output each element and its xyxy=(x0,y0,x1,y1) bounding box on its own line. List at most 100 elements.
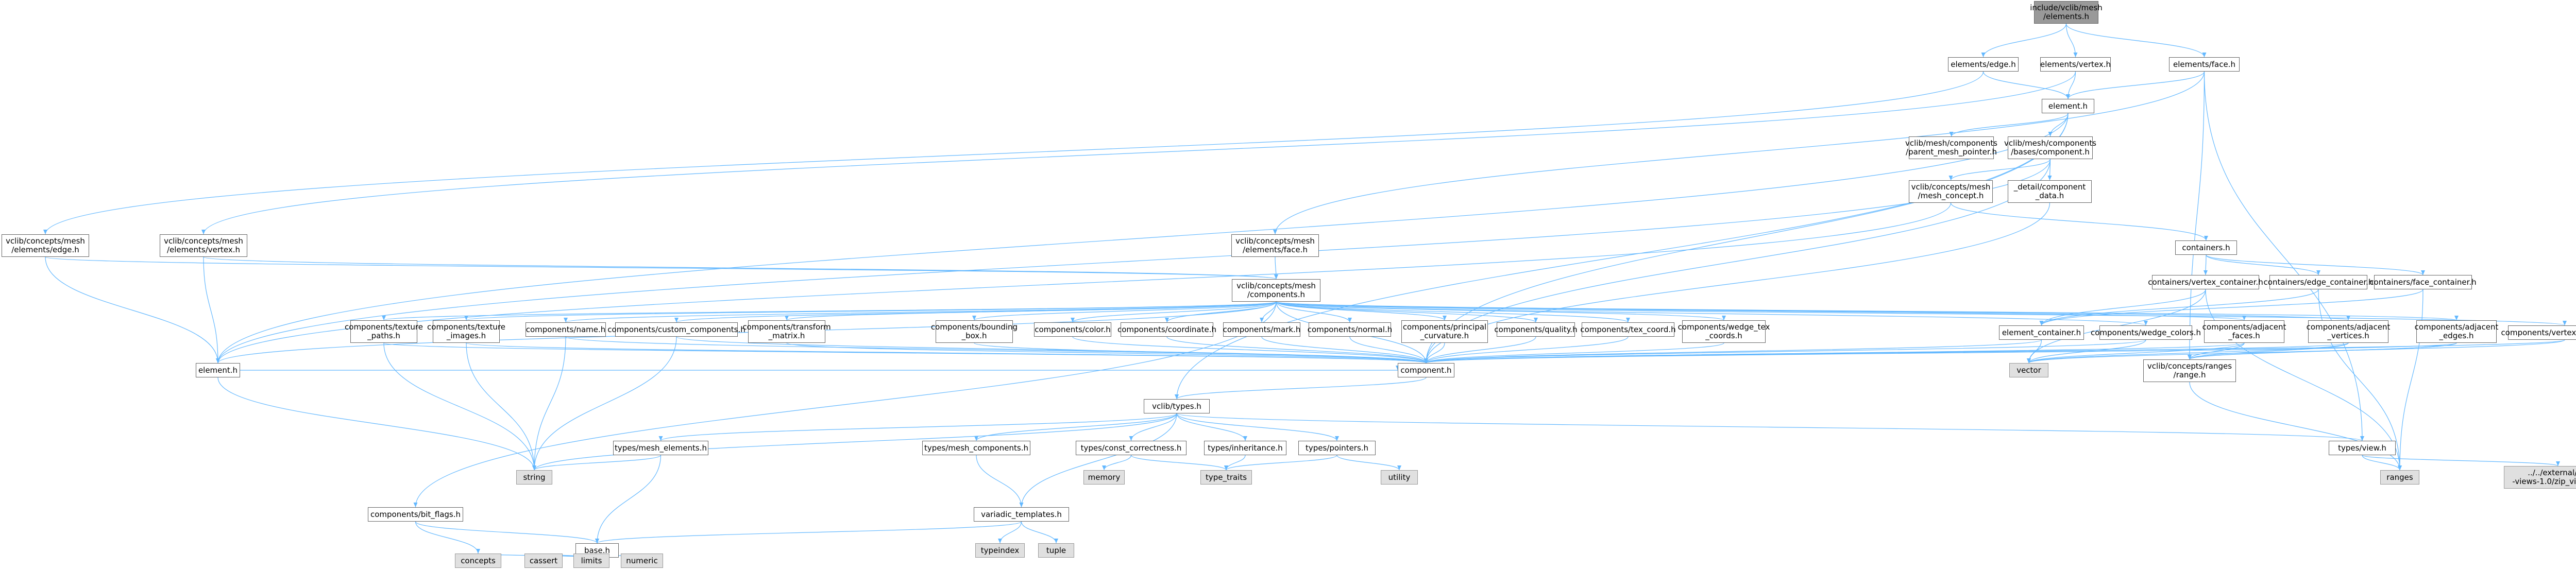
edge-comp_adj_vertices-to-vector xyxy=(2028,342,2349,364)
arrowhead-concepts_components-to-comp_color xyxy=(1071,318,1075,322)
node-tuple[interactable]: tuple xyxy=(1038,543,1074,558)
edge-concepts_components-to-comp_normal xyxy=(1276,301,1350,323)
arrowhead-face_container-to-element_container xyxy=(2039,321,2044,325)
node-types-pointers-h[interactable]: types/pointers.h xyxy=(1298,441,1376,455)
node-custom-components-h[interactable]: components/custom_components.h xyxy=(607,322,745,337)
edge-types_inheritance-to-type_traits xyxy=(1226,455,1246,471)
edge-comp_texture_paths-to-string xyxy=(383,342,535,471)
node-types-mesh-components-h[interactable]: types/mesh_components.h xyxy=(922,441,1030,455)
node-normal-h[interactable]: components/normal.h xyxy=(1308,322,1392,337)
node-principal-curvature-h[interactable]: components/principal _curvature.h xyxy=(1401,320,1488,343)
node-mesh-concept-h[interactable]: vclib/concepts/mesh /mesh_concept.h xyxy=(1909,180,1993,203)
node-concept-elements-edge-h[interactable]: vclib/concepts/mesh /elements/edge.h xyxy=(2,234,89,257)
node-concept-elements-vertex-h[interactable]: vclib/concepts/mesh /elements/vertex.h xyxy=(160,234,247,257)
edge-types_h-to-types_inheritance xyxy=(1176,413,1246,441)
edge-edge_h-to-concept_edge xyxy=(45,71,1984,235)
arrowhead-variadic_templates-to-tuple xyxy=(1054,539,1058,543)
arrowhead-bases_component-to-detail_component_data xyxy=(2047,176,2052,180)
arrowhead-root-to-face_h xyxy=(2202,53,2207,57)
arrowhead-types_const_correctness-to-memory xyxy=(1102,465,1106,470)
edge-concepts_components-to-comp_wedge_colors xyxy=(1276,301,2146,326)
node-vertex-references-h[interactable]: components/vertex_references.h xyxy=(2501,325,2576,340)
node-component-h[interactable]: component.h xyxy=(1398,363,1454,377)
arrowhead-concepts_components-to-comp_normal xyxy=(1348,318,1352,322)
node-vertex-container-h[interactable]: containers/vertex_container.h xyxy=(2148,275,2263,289)
arrowhead-types_view-to-ranges xyxy=(2398,465,2402,470)
node-element-h-concept[interactable]: element.h xyxy=(196,363,240,377)
node-variadic-templates-h[interactable]: variadic_templates.h xyxy=(974,507,1069,522)
node-parent-mesh-pointer-h[interactable]: vclib/mesh/components /parent_mesh_point… xyxy=(1905,136,1997,159)
node-elements-vertex-h[interactable]: elements/vertex.h xyxy=(2040,57,2111,72)
edge-types_h-to-variadic_templates xyxy=(1021,413,1177,508)
node-edge-container-h[interactable]: containers/edge_container.h xyxy=(2264,275,2373,289)
edge-comp_texture_paths-to-component_h xyxy=(383,342,1427,364)
node-tex-coord-h[interactable]: components/tex_coord.h xyxy=(1580,322,1676,337)
node-mark-h[interactable]: components/mark.h xyxy=(1223,322,1300,337)
node-elements-edge-h[interactable]: elements/edge.h xyxy=(1948,57,2019,72)
node-texture-paths-h[interactable]: components/texture _paths.h xyxy=(345,320,423,343)
arrowhead-variadic_templates-to-typeindex xyxy=(998,539,1002,543)
node-concept-elements-face-h[interactable]: vclib/concepts/mesh /elements/face.h xyxy=(1231,234,1319,257)
node-numeric[interactable]: numeric xyxy=(621,554,663,568)
node-wedge-colors-h[interactable]: components/wedge_colors.h xyxy=(2091,325,2201,340)
edge-concepts_components-to-comp_coordinate xyxy=(1166,301,1277,323)
node-types-mesh-elements-h[interactable]: types/mesh_elements.h xyxy=(613,441,708,455)
arrowhead-mesh_concept-to-containers xyxy=(2204,236,2208,240)
node-bounding-box-h[interactable]: components/bounding _box.h xyxy=(931,320,1018,343)
node-bases-component-h[interactable]: vclib/mesh/components /bases/component.h xyxy=(2004,136,2096,159)
node-limits[interactable]: limits xyxy=(573,554,609,568)
arrowhead-face_h-to-concept_face xyxy=(1273,230,1277,234)
node-concepts-mesh-components-h[interactable]: vclib/concepts/mesh /components.h xyxy=(1232,279,1320,302)
edge-concepts_components-to-comp_quality xyxy=(1276,301,1536,323)
node-cassert[interactable]: cassert xyxy=(524,554,563,568)
arrowhead-concepts_components-to-comp_adj_edges xyxy=(2454,316,2459,320)
node-string[interactable]: string xyxy=(516,470,552,485)
edge-comp_texture_images-to-component_h xyxy=(466,342,1427,364)
node-typeindex[interactable]: typeindex xyxy=(975,543,1025,558)
edge-edge_container-to-element_container xyxy=(2041,289,2319,326)
node-elements-face-h[interactable]: elements/face.h xyxy=(2169,57,2240,72)
node-memory[interactable]: memory xyxy=(1083,470,1125,485)
edge-element_h-to-types_h xyxy=(1176,113,2069,400)
node-elements-h-root[interactable]: include/vclib/mesh /elements.h xyxy=(2030,1,2103,24)
node-vclib-types-h[interactable]: vclib/types.h xyxy=(1144,399,1210,413)
node-transform-matrix-h[interactable]: components/transform _matrix.h xyxy=(742,320,831,343)
edge-types_const_correctness-to-type_traits xyxy=(1130,455,1227,471)
arrowhead-concepts_components-to-comp_texture_paths xyxy=(382,316,386,320)
node-element-h[interactable]: element.h xyxy=(2042,99,2094,113)
node-types-view-h[interactable]: types/view.h xyxy=(2329,441,2396,455)
edge-element_container-to-component_h xyxy=(1426,339,2042,364)
node-type-traits[interactable]: type_traits xyxy=(1200,470,1252,485)
node-color-h[interactable]: components/color.h xyxy=(1034,322,1111,337)
edge-types_pointers-to-type_traits xyxy=(1226,455,1337,471)
node-ranges[interactable]: ranges xyxy=(2380,470,2419,485)
node-containers-h[interactable]: containers.h xyxy=(2175,240,2237,255)
edge-comp_vertex_refs-to-concepts_range xyxy=(2189,339,2565,360)
edge-mesh_concept-to-element_h2 xyxy=(217,202,1952,364)
node-coordinate-h[interactable]: components/coordinate.h xyxy=(1117,322,1216,337)
node-adjacent-faces-h[interactable]: components/adjacent _faces.h xyxy=(2202,320,2286,343)
node-concepts[interactable]: concepts xyxy=(455,554,501,568)
node-adjacent-edges-h[interactable]: components/adjacent _edges.h xyxy=(2415,320,2498,343)
node-quality-h[interactable]: components/quality.h xyxy=(1494,322,1578,337)
node-types-inheritance-h[interactable]: types/inheritance.h xyxy=(1204,441,1286,455)
arrowhead-concepts_components-to-comp_transform xyxy=(785,316,789,320)
node-element-container-h[interactable]: element_container.h xyxy=(1999,325,2084,340)
node-texture-images-h[interactable]: components/texture _images.h xyxy=(427,320,505,343)
node-adjacent-vertices-h[interactable]: components/adjacent _vertices.h xyxy=(2307,320,2390,343)
node-types-const-correctness-h[interactable]: types/const_correctness.h xyxy=(1076,441,1187,455)
arrowhead-concepts_components-to-comp_wedge_tex xyxy=(1722,316,1726,320)
edge-types_mesh_elements-to-string xyxy=(534,455,662,471)
node-face-container-h[interactable]: containers/face_container.h xyxy=(2369,275,2477,289)
arrowhead-concepts_components-to-comp_wedge_colors xyxy=(2144,321,2148,325)
node-name-h[interactable]: components/name.h xyxy=(526,322,606,337)
node-detail-component-data-h[interactable]: _detail/component _data.h xyxy=(2008,180,2092,203)
edge-face_h-to-types_view xyxy=(2204,71,2363,441)
node-zip-view-hpp[interactable]: ../../external/zip -views-1.0/zip_view.h… xyxy=(2504,466,2576,489)
node-ranges-range-h[interactable]: vclib/concepts/ranges /range.h xyxy=(2143,359,2236,382)
node-vector[interactable]: vector xyxy=(2009,363,2048,377)
arrowhead-types_pointers-to-utility xyxy=(1397,465,1401,470)
node-wedge-tex-coords-h[interactable]: components/wedge_tex _coords.h xyxy=(1678,320,1770,343)
node-bit-flags-h[interactable]: components/bit_flags.h xyxy=(368,507,463,522)
node-utility[interactable]: utility xyxy=(1381,470,1418,485)
